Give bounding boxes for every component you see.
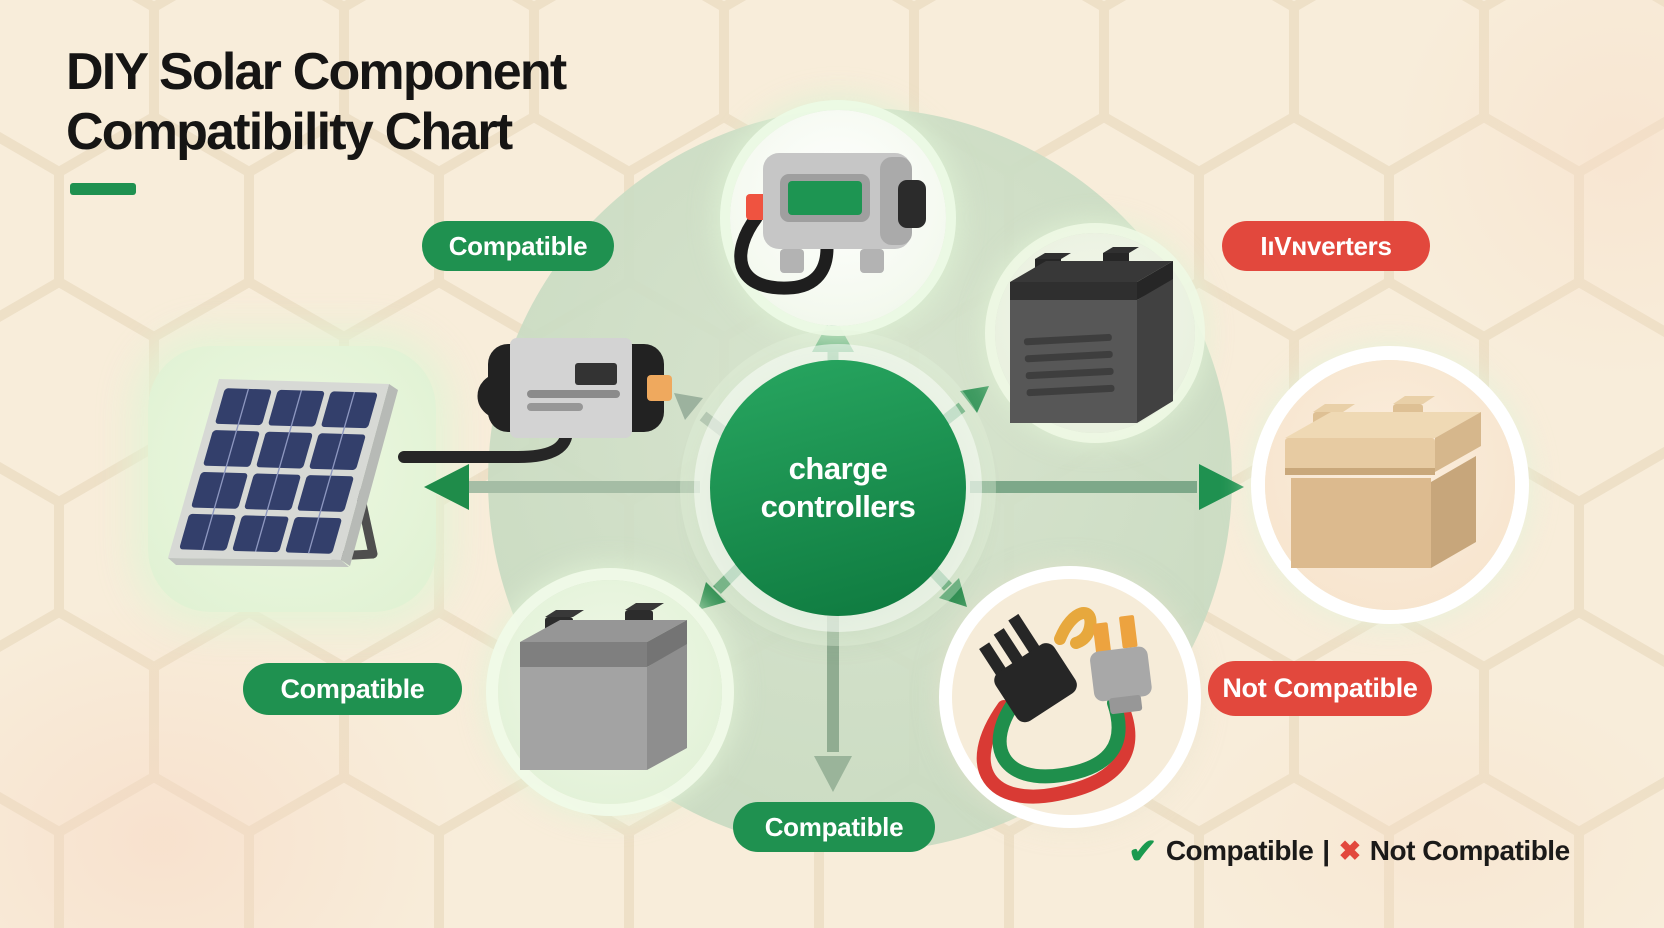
badge-compatible-top-left: Compatible <box>422 221 614 271</box>
battery-gray-graphic <box>520 603 687 770</box>
battery-dark-icon <box>995 233 1195 433</box>
arrow-down <box>814 612 852 792</box>
arrow-left <box>424 464 700 510</box>
page-header: DIY Solar Component Compatibility Chart <box>66 42 567 195</box>
battery-dark-graphic <box>1010 247 1173 423</box>
inverter-graphic <box>477 338 672 438</box>
badge-not-compatible: Not Compatible <box>1208 661 1432 716</box>
battery-beige-icon <box>1265 360 1515 610</box>
legend-not-compatible-label: Not Compatible <box>1369 835 1570 866</box>
cross-icon: ✖ <box>1338 835 1362 866</box>
badge-compatible-bottom: Compatible <box>733 802 935 852</box>
page-title-line2: Compatibility Chart <box>66 103 513 162</box>
hub-label-line1: charge <box>788 451 888 487</box>
mc4-connectors-icon <box>952 579 1188 815</box>
hub-charge-controllers: charge controllers <box>710 360 966 616</box>
badge-compatible-mid-left: Compatible <box>243 663 462 715</box>
charge-controller-graphic <box>734 153 926 295</box>
hub-label-line2: controllers <box>760 489 916 524</box>
legend-compatible-label: Compatible <box>1165 835 1314 866</box>
legend: ✔ Compatible | ✖ Not Compatible <box>1128 830 1570 872</box>
battery-gray-icon <box>498 580 722 804</box>
solar-panel-icon <box>148 346 436 612</box>
inverter-icon <box>470 332 680 452</box>
charge-controller-icon <box>730 110 946 326</box>
page-title-line1: DIY Solar Component <box>66 43 567 101</box>
title-underline <box>70 182 136 195</box>
page-title: DIY Solar Component Compatibility Chart <box>66 42 567 163</box>
solar-panel-graphic <box>168 379 398 567</box>
mc4-connectors-graphic <box>976 607 1152 804</box>
legend-separator: | <box>1322 835 1330 866</box>
battery-beige-graphic <box>1285 396 1481 568</box>
arrow-right <box>970 464 1244 510</box>
badge-inverters: IıVɴverters <box>1222 221 1430 271</box>
check-icon: ✔ <box>1128 831 1157 871</box>
